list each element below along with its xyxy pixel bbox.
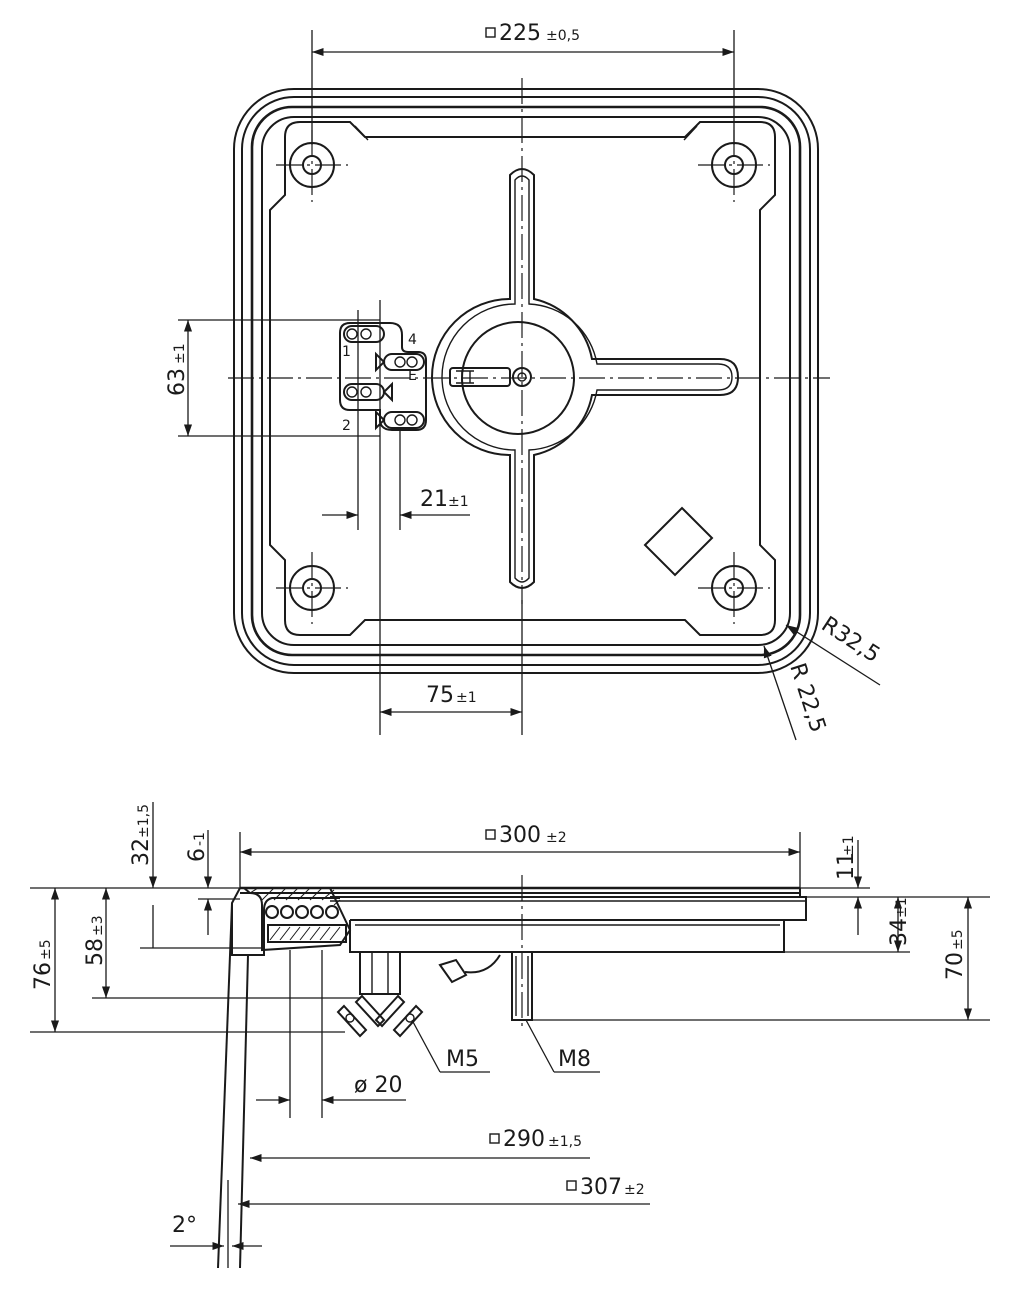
dim-76-value: 76 <box>31 962 56 990</box>
dim-307-value: 307 <box>580 1175 622 1200</box>
terminal-2 <box>375 409 425 431</box>
angle-label: 2° <box>172 1213 197 1238</box>
dim-58: 58 ±3 <box>83 888 360 999</box>
dim-32-tol: ±1,5 <box>136 804 152 838</box>
dim-11-tol: ±1 <box>841 835 857 856</box>
dim-11: 11 ±1 <box>800 835 870 935</box>
terminal-e <box>343 381 393 403</box>
dim-6: 6 -1 <box>185 830 240 935</box>
dim-225: 225 ±0,5 <box>311 21 735 145</box>
thread-m5-label: M5 <box>446 1047 479 1072</box>
dim-6-tol: -1 <box>192 832 208 846</box>
terminal-label-2: 2 <box>342 418 351 434</box>
frame-rim <box>261 116 791 646</box>
dim-290-value: 290 <box>503 1127 545 1152</box>
terminal-block <box>339 322 427 431</box>
callout-m5: M5 <box>411 1019 490 1073</box>
dim-300: 300 ±2 <box>239 823 801 888</box>
heating-coil-section <box>241 887 352 952</box>
dim-70-value: 70 <box>943 952 968 980</box>
dim-307-tol: ±2 <box>624 1182 645 1198</box>
dim-75-value: 75 <box>426 683 454 708</box>
dim-d20-label: ø 20 <box>354 1073 402 1098</box>
dim-32: 32 ±1,5 <box>129 802 262 949</box>
radius-callouts: R32,5 R 22,5 <box>763 612 885 741</box>
dim-34-tol: ±1 <box>894 897 910 918</box>
dim-63-tol: ±1 <box>172 343 188 364</box>
m5-terminals <box>336 994 424 1038</box>
dim-34: 34 ±1 <box>784 897 912 953</box>
dim-angle: 2° <box>170 1180 262 1268</box>
frame-inner <box>250 105 802 657</box>
dim-225-value: 225 <box>499 21 541 46</box>
callout-m8: M8 <box>525 1019 600 1073</box>
dim-75: 75 ±1 <box>379 300 523 735</box>
probe-body <box>449 367 511 387</box>
dim-d20: ø 20 <box>256 950 406 1118</box>
dim-63: 63 ±1 <box>165 319 380 437</box>
radius-outer-label: R32,5 <box>817 612 885 668</box>
dim-58-tol: ±3 <box>90 915 106 936</box>
side-view: 300 ±2 32 ±1,5 6 -1 76 ±5 <box>30 802 990 1269</box>
dim-58-value: 58 <box>83 938 108 966</box>
m8-stud <box>511 951 533 1021</box>
dim-70: 70 ±5 <box>532 896 990 1021</box>
frame-second <box>241 96 811 666</box>
plate-outline <box>269 121 776 636</box>
dim-300-value: 300 <box>499 823 541 848</box>
terminal-1 <box>343 325 385 343</box>
dim-290-tol: ±1,5 <box>548 1134 582 1150</box>
dim-75-tol: ±1 <box>456 690 477 706</box>
frame-outer <box>233 88 819 674</box>
dim-21: 21 ±1 <box>322 310 470 530</box>
dim-70-tol: ±5 <box>950 929 966 950</box>
terminal-label-e: E <box>408 368 417 384</box>
dim-225-tol: ±0,5 <box>546 28 580 44</box>
dim-32-value: 32 <box>129 838 154 866</box>
terminal-label-1: 1 <box>342 344 351 360</box>
dim-76-tol: ±5 <box>38 939 54 960</box>
terminal-label-4: 4 <box>408 332 417 348</box>
dim-300-tol: ±2 <box>546 830 567 846</box>
dim-6-value: 6 <box>185 848 210 862</box>
thread-m8-label: M8 <box>558 1047 591 1072</box>
top-view: 1 2 E 4 225 ±0,5 63 ± <box>165 21 885 741</box>
terminal-housing <box>359 951 401 995</box>
dim-63-value: 63 <box>165 368 190 396</box>
dim-290: 290 ±1,5 <box>250 1127 590 1163</box>
dim-21-tol: ±1 <box>448 494 469 510</box>
dim-11-value: 11 <box>834 852 859 880</box>
dim-76: 76 ±5 <box>30 887 345 1033</box>
dim-34-value: 34 <box>887 918 912 946</box>
dim-307: 307 ±2 <box>238 1175 650 1209</box>
dim-21-value: 21 <box>420 487 448 512</box>
label-plate <box>643 506 714 577</box>
heating-channel-inner <box>441 175 733 583</box>
